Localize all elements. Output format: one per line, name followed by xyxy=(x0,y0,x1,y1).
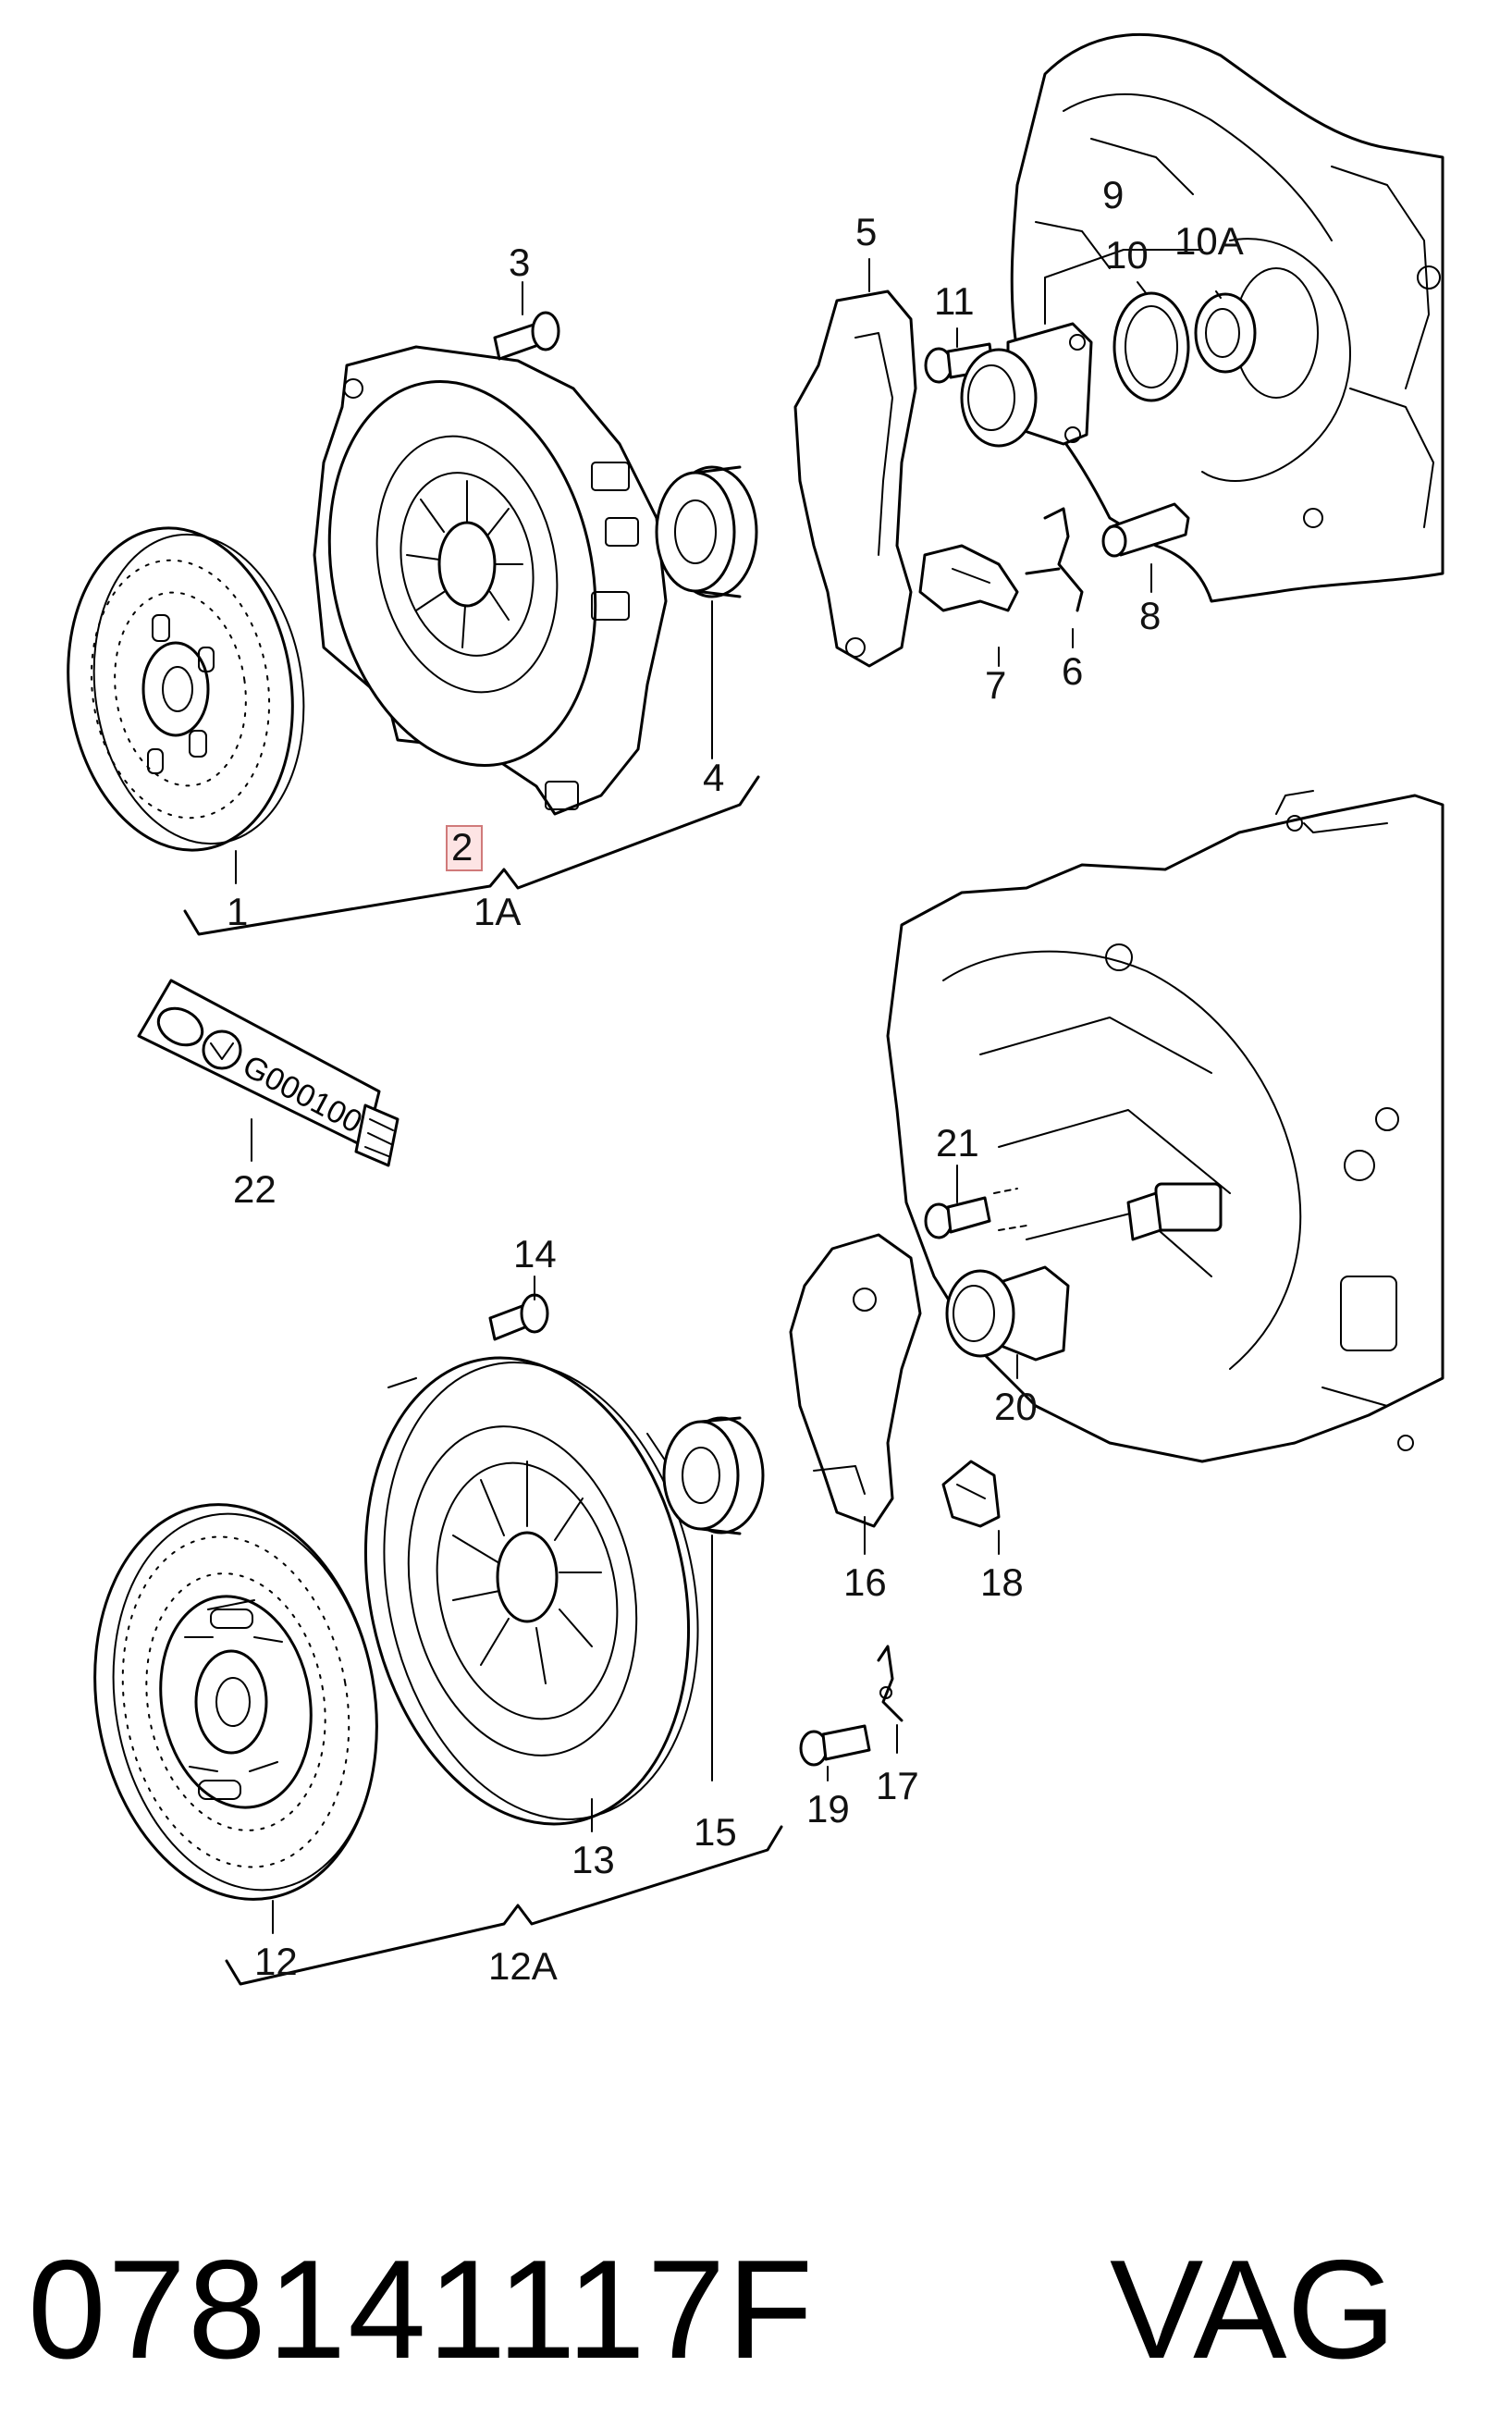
lower-leader-lines xyxy=(225,1165,1018,1986)
callout-13: 13 xyxy=(572,1838,615,1881)
callout-22: 22 xyxy=(233,1167,277,1211)
part-10-gasket xyxy=(1112,291,1190,402)
callout-19: 19 xyxy=(806,1787,850,1830)
callout-15: 15 xyxy=(694,1810,737,1854)
callout-17: 17 xyxy=(876,1764,919,1807)
part-10a-seal xyxy=(1194,292,1257,374)
part-18-clip xyxy=(941,1460,1001,1528)
callout-21: 21 xyxy=(936,1121,979,1165)
part-21-bolt xyxy=(924,1188,1027,1239)
callout-1a: 1A xyxy=(473,890,521,933)
part-6-spring-clip xyxy=(1025,507,1084,612)
callout-6: 6 xyxy=(1062,649,1083,693)
part-19-bolt xyxy=(799,1724,871,1767)
callout-9: 9 xyxy=(1102,173,1124,216)
part-7-clip xyxy=(918,544,1019,612)
callout-14: 14 xyxy=(513,1232,557,1276)
callout-10: 10 xyxy=(1105,233,1149,277)
part-2-pressure-plate xyxy=(313,345,668,816)
part-13-pressure-plate xyxy=(363,1356,699,1826)
callout-11: 11 xyxy=(934,279,975,323)
callout-2: 2 xyxy=(451,825,473,869)
callout-7: 7 xyxy=(985,663,1006,707)
callout-4: 4 xyxy=(703,756,724,799)
callout-3: 3 xyxy=(509,240,530,284)
brand-name: VAG xyxy=(1110,2231,1396,2388)
part-8-stud xyxy=(1101,502,1190,558)
callout-5: 5 xyxy=(855,210,877,253)
callout-20: 20 xyxy=(994,1385,1038,1428)
callout-8: 8 xyxy=(1139,594,1161,637)
upper-leader-lines xyxy=(183,249,1222,936)
part-14-bolt xyxy=(488,1293,549,1341)
callout-10a: 10A xyxy=(1174,219,1244,263)
callout-16: 16 xyxy=(843,1560,887,1604)
callout-18: 18 xyxy=(980,1560,1024,1604)
part-12-clutch-disc xyxy=(93,1503,378,1901)
part-5-release-lever xyxy=(793,290,917,668)
callout-12a: 12A xyxy=(488,1944,558,1988)
highlight-box xyxy=(446,825,483,871)
gearbox-housing-lower xyxy=(886,790,1444,1463)
part-3-bolt xyxy=(493,311,560,361)
part-9-guide-sleeve xyxy=(960,322,1093,448)
part-20-guide-sleeve xyxy=(945,1265,1070,1362)
part-1-clutch-disc xyxy=(67,526,305,852)
part-4-release-bearing xyxy=(655,465,758,598)
part-17-bracket xyxy=(877,1645,904,1722)
part-15-release-bearing xyxy=(662,1416,765,1535)
part-number: 078141117F xyxy=(28,2231,816,2388)
callout-1: 1 xyxy=(227,890,248,933)
part-16-release-lever xyxy=(789,1233,922,1528)
part-22-grease-tube: G000100 xyxy=(137,979,400,1167)
callout-12: 12 xyxy=(254,1940,298,1983)
